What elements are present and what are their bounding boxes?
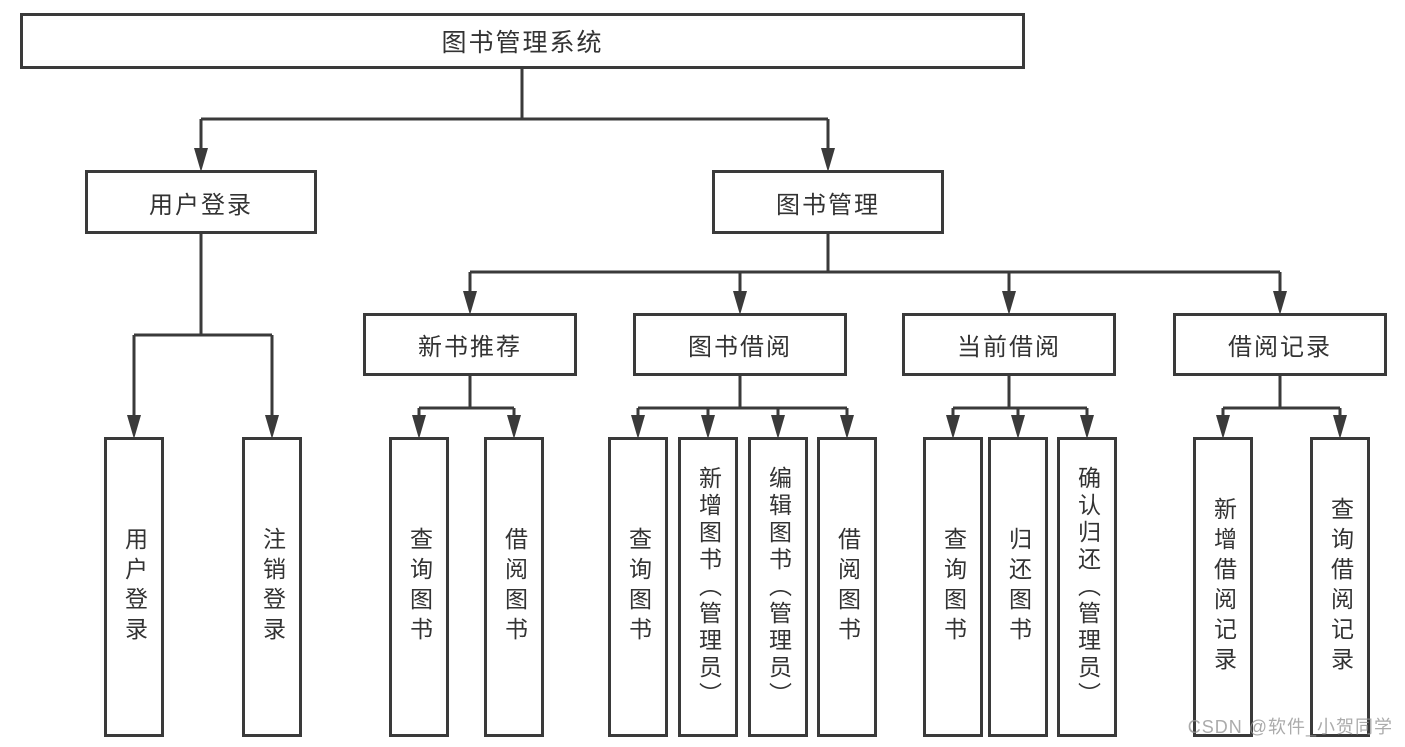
- leaf-query-books-borrow: 查询图书: [608, 437, 668, 737]
- leaf-edit-book-admin: 编辑图书（管理员）: [748, 437, 808, 737]
- leaf-user-login-label: 用户登录: [121, 527, 148, 647]
- leaf-logout-label: 注销登录: [259, 527, 286, 647]
- leaf-borrow-books-borrow-label: 借阅图书: [834, 527, 861, 647]
- leaf-add-book-admin: 新增图书（管理员）: [678, 437, 738, 737]
- leaf-query-books-recommend-label: 查询图书: [406, 527, 433, 647]
- leaf-add-borrow-record: 新增借阅记录: [1193, 437, 1253, 737]
- leaf-return-book-label: 归还图书: [1005, 527, 1032, 647]
- leaf-add-book-admin-label: 新增图书（管理员）: [695, 465, 722, 709]
- node-root-system-label: 图书管理系统: [441, 29, 604, 57]
- leaf-query-books-recommend: 查询图书: [389, 437, 449, 737]
- leaf-query-borrow-record: 查询借阅记录: [1310, 437, 1370, 737]
- leaf-return-book: 归还图书: [988, 437, 1048, 737]
- leaf-confirm-return-admin: 确认归还（管理员）: [1057, 437, 1117, 737]
- leaf-borrow-books-recommend-label: 借阅图书: [501, 527, 528, 647]
- node-borrow-records: 借阅记录: [1173, 313, 1387, 376]
- node-new-book-recommend: 新书推荐: [363, 313, 577, 376]
- node-current-borrow-label: 当前借阅: [957, 334, 1061, 361]
- node-user-login: 用户登录: [85, 170, 317, 234]
- node-root-system: 图书管理系统: [20, 13, 1025, 69]
- node-new-book-recommend-label: 新书推荐: [418, 334, 522, 361]
- node-book-management-label: 图书管理: [776, 191, 880, 219]
- leaf-query-books-borrow-label: 查询图书: [625, 527, 652, 647]
- node-borrow-records-label: 借阅记录: [1228, 334, 1332, 361]
- leaf-confirm-return-admin-label: 确认归还（管理员）: [1074, 465, 1101, 709]
- leaf-logout: 注销登录: [242, 437, 302, 737]
- leaf-edit-book-admin-label: 编辑图书（管理员）: [765, 465, 792, 709]
- leaf-borrow-books-borrow: 借阅图书: [817, 437, 877, 737]
- leaf-borrow-books-recommend: 借阅图书: [484, 437, 544, 737]
- leaf-query-books-current: 查询图书: [923, 437, 983, 737]
- leaf-query-books-current-label: 查询图书: [940, 527, 967, 647]
- node-user-login-label: 用户登录: [149, 191, 253, 219]
- leaf-query-borrow-record-label: 查询借阅记录: [1327, 497, 1354, 677]
- watermark: CSDN @软件_小贺同学: [1188, 713, 1393, 739]
- leaf-user-login: 用户登录: [104, 437, 164, 737]
- watermark-text: CSDN @软件_小贺同学: [1187, 717, 1393, 737]
- node-book-borrow-label: 图书借阅: [688, 334, 792, 361]
- node-book-management: 图书管理: [712, 170, 944, 234]
- leaf-add-borrow-record-label: 新增借阅记录: [1210, 497, 1237, 677]
- node-current-borrow: 当前借阅: [902, 313, 1116, 376]
- node-book-borrow: 图书借阅: [633, 313, 847, 376]
